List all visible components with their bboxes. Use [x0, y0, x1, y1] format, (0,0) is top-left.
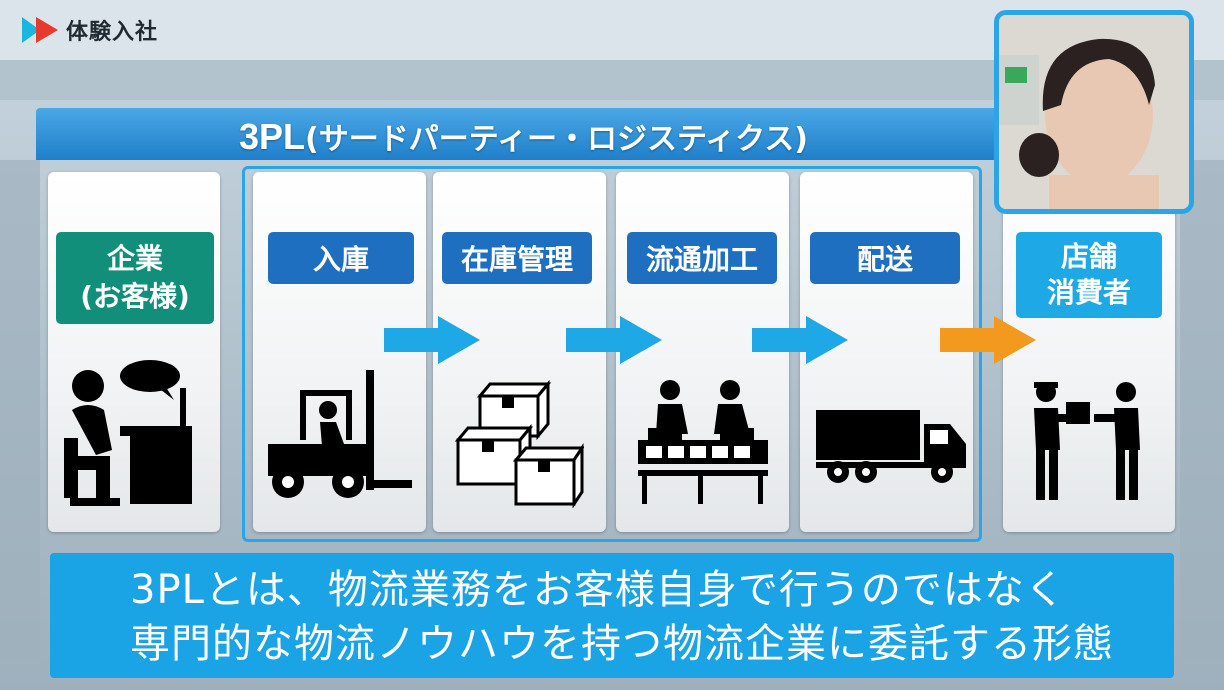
arrow-right-orange-icon — [940, 316, 1036, 364]
presenter-photo — [999, 15, 1189, 209]
arrow-right-icon — [752, 316, 848, 364]
logo-text: 体験入社 — [66, 20, 159, 45]
play-arrow-logo-icon — [22, 17, 58, 43]
client-label: 企業 (お客様) — [56, 232, 214, 324]
consumer-label: 店舗 消費者 — [1016, 232, 1162, 318]
arrow-right-icon — [566, 316, 662, 364]
step-label-4: 配送 — [810, 232, 960, 284]
panel-title-main: 3PL — [239, 116, 306, 157]
client-label-line2: (お客様) — [80, 280, 190, 313]
step-label-1: 入庫 — [268, 232, 414, 284]
panel-title: 3PL(サードパーティー・ロジスティクス) — [36, 114, 1011, 158]
consumer-label-line2: 消費者 — [1046, 276, 1131, 309]
caption-line-1: 3PLとは、物流業務をお客様自身で行うのではなく — [130, 567, 1066, 613]
caption-box: 3PLとは、物流業務をお客様自身で行うのではなく 専門的な物流ノウハウを持つ物流… — [50, 553, 1174, 678]
consumer-label-line1: 店舗 — [1060, 240, 1117, 273]
step-label-3: 流通加工 — [627, 232, 777, 284]
presenter-video-thumbnail — [994, 10, 1194, 214]
delivery-handover-icon — [1034, 382, 1140, 500]
workers-icon — [638, 380, 768, 504]
client-label-line1: 企業 — [106, 242, 163, 275]
boxes-icon — [454, 380, 584, 508]
arrow-right-icon — [384, 316, 480, 364]
truck-icon — [816, 410, 966, 483]
3pl-scope-frame — [242, 166, 982, 542]
step-label-2: 在庫管理 — [442, 232, 592, 284]
brand-logo: 体験入社 — [22, 14, 158, 46]
panel-title-sub: (サードパーティー・ロジスティクス) — [305, 122, 808, 157]
office-worker-icon — [64, 360, 192, 506]
forklift-icon — [268, 370, 412, 498]
caption-line-2: 専門的な物流ノウハウを持つ物流企業に委託する形態 — [130, 621, 1114, 667]
title-panel: 3PL(サードパーティー・ロジスティクス) — [36, 108, 1011, 160]
